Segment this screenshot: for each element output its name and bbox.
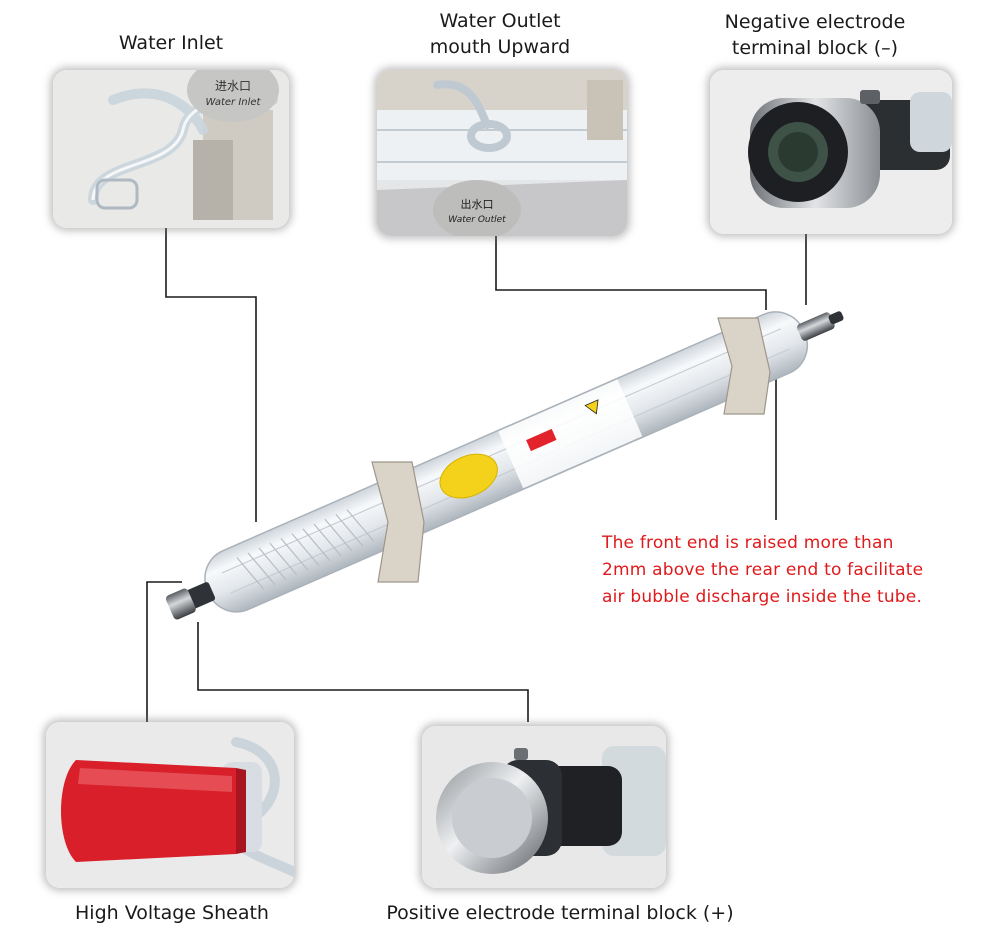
photo-negative-electrode xyxy=(710,70,952,234)
label-water-outlet: Water Outlet mouth Upward xyxy=(380,8,620,60)
front-end-note: The front end is raised more than 2mm ab… xyxy=(602,530,923,611)
label-positive-electrode: Positive electrode terminal block (+) xyxy=(386,902,734,924)
note-line-3: air bubble discharge inside the tube. xyxy=(602,587,923,607)
photo-water-inlet: 进水口 Water Inlet xyxy=(53,70,289,228)
label-negative-line1: Negative electrode xyxy=(724,11,906,33)
leader-positive xyxy=(197,622,529,722)
outlet-tag-en: Water Outlet xyxy=(448,215,506,225)
outlet-tag-cn: 出水口 xyxy=(461,197,494,211)
label-negative-electrode: Negative electrode terminal block (–) xyxy=(700,9,930,61)
label-water-outlet-line1: Water Outlet xyxy=(439,10,561,32)
label-water-inlet: Water Inlet xyxy=(118,32,224,54)
note-line-2: 2mm above the rear end to facilitate xyxy=(602,560,924,580)
label-water-outlet-line2: mouth Upward xyxy=(429,36,571,58)
leader-water-inlet xyxy=(165,228,257,522)
label-negative-line2: terminal block (–) xyxy=(731,37,899,59)
inlet-tag-en: Water Inlet xyxy=(206,97,262,108)
inlet-tag-cn: 进水口 xyxy=(215,79,251,93)
leader-hv-sheath xyxy=(146,581,182,722)
photo-high-voltage-sheath xyxy=(46,722,294,888)
photo-positive-electrode xyxy=(422,726,666,888)
label-high-voltage-sheath: High Voltage Sheath xyxy=(75,902,269,924)
note-line-1: The front end is raised more than xyxy=(602,533,894,553)
leader-water-outlet xyxy=(495,236,767,310)
photo-water-outlet: 出水口 Water Outlet xyxy=(377,70,627,236)
